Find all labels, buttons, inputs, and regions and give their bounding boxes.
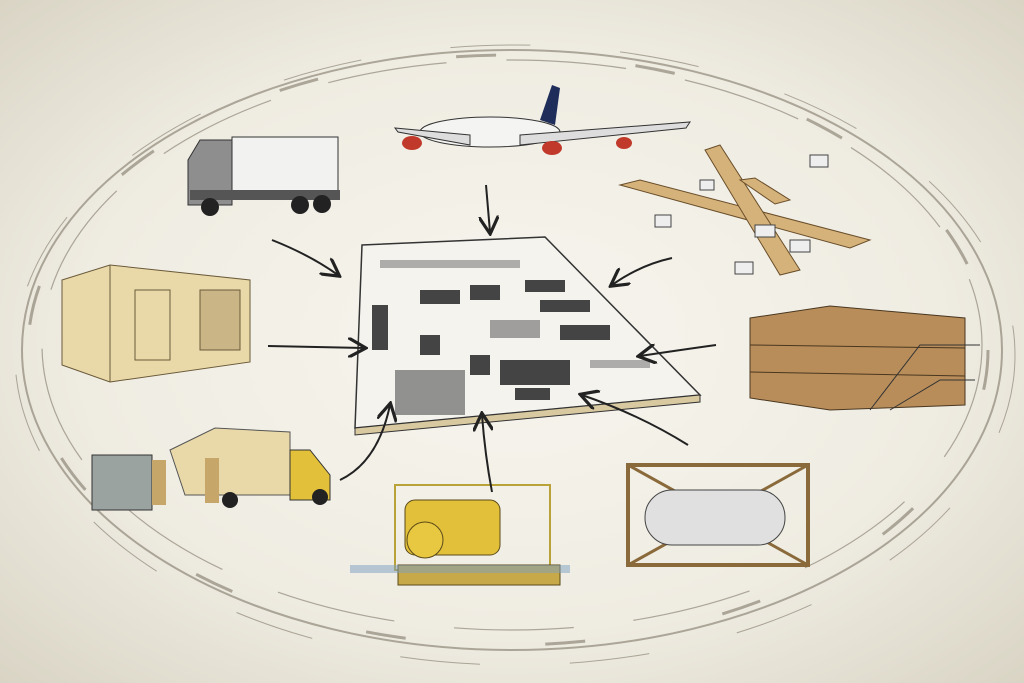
arrow-generator <box>267 346 364 348</box>
arrow-waste <box>339 405 390 481</box>
modular-building-icon <box>749 305 980 411</box>
arrow-airplane <box>486 184 490 232</box>
field-hospital-icon <box>618 144 872 276</box>
arrow-power <box>482 415 492 493</box>
flow-arrows <box>267 184 717 493</box>
arrow-building <box>640 345 717 356</box>
truck-icon <box>187 136 340 216</box>
arrow-truck <box>271 239 338 275</box>
arrow-fuel <box>582 395 689 446</box>
fuel-tank-icon <box>626 463 810 567</box>
swirl-frame <box>14 44 1016 666</box>
base-camp-layout-icon <box>354 236 702 436</box>
arrow-hospital <box>612 257 673 285</box>
generator-container-icon <box>61 264 251 383</box>
waste-truck-icon <box>91 427 331 511</box>
power-generator-icon <box>350 484 570 586</box>
airplane-icon <box>393 85 691 155</box>
